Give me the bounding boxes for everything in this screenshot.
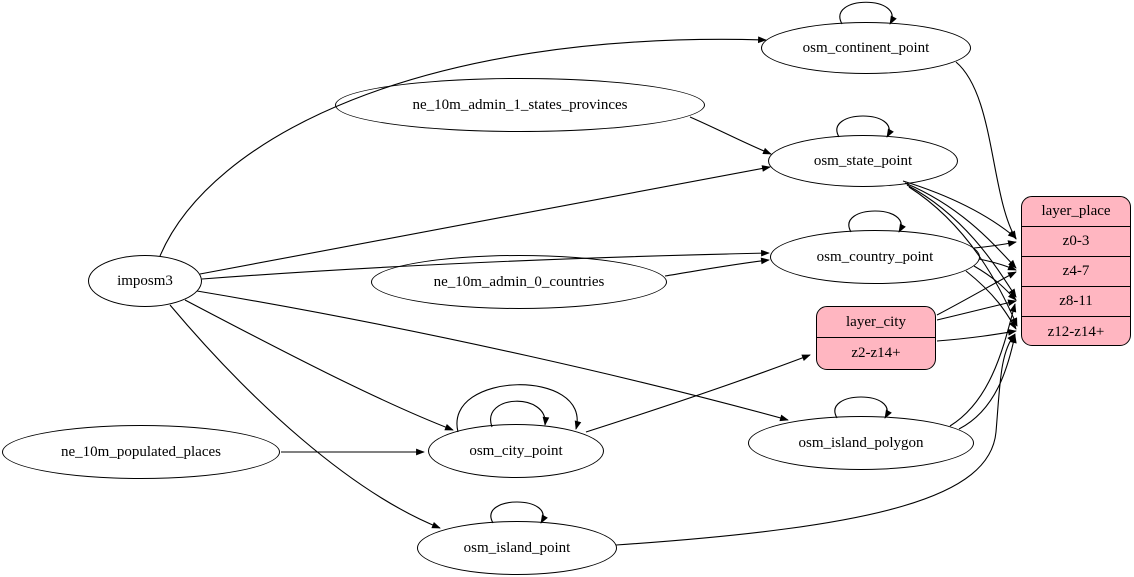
edge-imposm3-osm-island-polygon — [196, 290, 789, 422]
selfloop-osm-country-point — [848, 210, 906, 233]
edge-osm-state-layer-place-z0-3 — [902, 180, 1017, 239]
selfloop-osm-state-point — [836, 115, 894, 138]
edge-imposm3-osm-city-point — [184, 299, 454, 431]
node-ne-places-label: ne_10m_populated_places — [61, 443, 221, 460]
node-osm-island-point-label: osm_island_point — [463, 539, 571, 556]
layer-place-row-z0-3: z0-3 — [1022, 227, 1130, 257]
edge-osm-country-layer-place-z8-11 — [973, 265, 1017, 301]
edge-osm-city-layer-city-z2-z14 — [585, 354, 811, 433]
edge-imposm3-osm-continent-point — [159, 36, 767, 257]
selfloop-osm-island-polygon — [834, 396, 892, 419]
edge-osm-island-polygon-layer-place-z8-11 — [949, 303, 1017, 427]
layer-place-row-z8-11: z8-11 — [1022, 287, 1130, 317]
record-layer-city: layer_city z2-z14+ — [816, 306, 936, 370]
node-osm-state-point: osm_state_point — [768, 135, 958, 187]
node-imposm3: imposm3 — [88, 255, 202, 307]
node-osm-country-point: osm_country_point — [770, 230, 980, 284]
edge-osm-country-layer-place-z4-7 — [978, 258, 1017, 271]
node-osm-island-point: osm_island_point — [417, 521, 617, 575]
edge-ne-countries-osm-country-point — [664, 257, 770, 277]
node-ne-10m-admin-1-states-provinces: ne_10m_admin_1_states_provinces — [335, 78, 705, 132]
node-ne-states-label: ne_10m_admin_1_states_provinces — [412, 96, 628, 113]
node-osm-country-label: osm_country_point — [816, 248, 934, 265]
layer-place-title: layer_place — [1022, 197, 1130, 227]
layer-city-row-z2-z14: z2-z14+ — [851, 345, 901, 361]
layer-place-row-z12-z14: z12-z14+ — [1047, 323, 1105, 340]
edge-layer-city-layer-place-z4-7 — [936, 271, 1017, 316]
node-osm-city-point: osm_city_point — [428, 424, 604, 478]
edge-osm-island-polygon-layer-place-z12-z14 — [958, 334, 1017, 430]
layer-city-title: layer_city — [817, 307, 935, 338]
layer-place-row-z4-7: z4-7 — [1022, 257, 1130, 287]
edge-osm-continent-layer-place-z0-3 — [955, 61, 1017, 240]
node-osm-island-polygon: osm_island_polygon — [748, 416, 974, 470]
record-layer-place: layer_place z0-3 z4-7 z8-11 z12-z14+ — [1021, 196, 1131, 346]
node-osm-state-label: osm_state_point — [813, 152, 913, 169]
edge-layer-city-layer-place-z8-11 — [936, 299, 1017, 321]
edge-imposm3-osm-island-point — [169, 304, 441, 529]
edge-osm-country-layer-place-z0-3 — [973, 240, 1017, 249]
node-osm-island-polygon-label: osm_island_polygon — [798, 434, 924, 451]
node-ne-10m-populated-places: ne_10m_populated_places — [2, 425, 280, 479]
edge-layer-city-layer-place-z12-z14 — [936, 329, 1017, 342]
node-osm-continent-label: osm_continent_point — [802, 39, 930, 56]
node-osm-city-label: osm_city_point — [469, 442, 563, 459]
node-ne-10m-admin-0-countries: ne_10m_admin_0_countries — [371, 255, 667, 309]
node-imposm3-label: imposm3 — [117, 272, 173, 289]
selfloop-osm-continent-point — [839, 1, 897, 25]
node-ne-countries-label: ne_10m_admin_0_countries — [433, 273, 605, 290]
node-osm-continent-point: osm_continent_point — [761, 22, 971, 74]
selfloop-osm-island-point — [490, 501, 548, 524]
edge-osm-country-layer-place-z12-z14 — [965, 270, 1017, 330]
edge-ne-states-osm-state-point — [689, 116, 772, 155]
